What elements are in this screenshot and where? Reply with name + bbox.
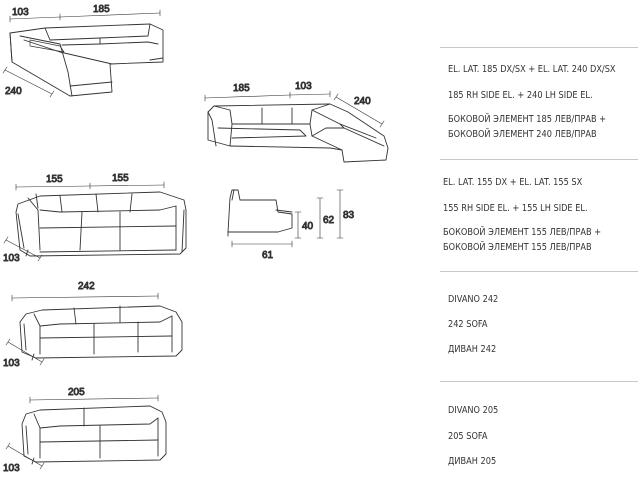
spec-3-line-2: 242 SOFA bbox=[448, 319, 488, 330]
corner-sofa-right bbox=[207, 103, 389, 163]
dim-sofa-310-left: 155 bbox=[46, 174, 63, 185]
spec-3-line-3: ДИВАН 242 bbox=[448, 344, 497, 355]
sofa-242 bbox=[19, 305, 183, 361]
dim-profile-arm: 62 bbox=[323, 215, 335, 226]
divider bbox=[440, 381, 638, 382]
spec-2-line-3: БОКОВОЙ ЭЛЕМЕНТ 155 ЛЕВ/ПРАВ + bbox=[443, 227, 602, 238]
dim-sofa-310-depth: 103 bbox=[3, 253, 20, 264]
dim-sofa-242-width: 242 bbox=[78, 281, 95, 292]
divider bbox=[440, 271, 638, 272]
spec-2-line-4: БОКОВОЙ ЭЛЕМЕНТ 155 ЛЕВ/ПРАВ bbox=[443, 242, 592, 253]
sofa-205-dims bbox=[5, 394, 159, 470]
dim-corner-left-width: 185 bbox=[93, 4, 110, 15]
corner-right-dims bbox=[204, 90, 385, 128]
spec-4-line-3: ДИВАН 205 bbox=[448, 456, 497, 467]
dim-corner-right-width: 185 bbox=[233, 83, 250, 94]
spec-1-line-1: EL. LAT. 185 DX/SX + EL. LAT. 240 DX/SX bbox=[448, 64, 616, 75]
dim-sofa-310-right: 155 bbox=[112, 173, 129, 184]
spec-1-line-3: БОКОВОЙ ЭЛЕМЕНТ 185 ЛЕВ/ПРАВ + bbox=[448, 114, 607, 125]
spec-1-line-4: БОКОВОЙ ЭЛЕМЕНТ 240 ЛЕВ/ПРАВ bbox=[448, 129, 597, 140]
dim-profile-seat: 40 bbox=[302, 221, 314, 232]
spec-4-line-2: 205 SOFA bbox=[448, 431, 488, 442]
dim-sofa-242-depth: 103 bbox=[3, 358, 20, 369]
sofa-310-dims bbox=[3, 181, 165, 262]
divider bbox=[440, 47, 638, 48]
spec-2-line-2: 155 RH SIDE EL. + 155 LH SIDE EL. bbox=[443, 203, 588, 214]
dim-corner-left-depth: 103 bbox=[12, 7, 29, 18]
spec-1-line-2: 185 RH SIDE EL. + 240 LH SIDE EL. bbox=[448, 90, 593, 101]
divider bbox=[440, 159, 638, 160]
sofa-242-dims bbox=[5, 292, 159, 366]
spec-3-line-1: DIVANO 242 bbox=[448, 294, 499, 305]
sofa-310 bbox=[15, 191, 187, 257]
dim-profile-height: 83 bbox=[343, 210, 355, 221]
dim-corner-right-depth: 103 bbox=[295, 81, 312, 92]
profile-dims bbox=[231, 189, 344, 248]
sofa-205 bbox=[21, 405, 167, 465]
dim-sofa-205-depth: 103 bbox=[3, 463, 20, 474]
dim-profile-depth: 61 bbox=[262, 250, 274, 261]
corner-left-dims bbox=[2, 9, 161, 98]
dim-corner-left-length: 240 bbox=[5, 86, 22, 97]
sofa-profile bbox=[227, 189, 293, 237]
dim-sofa-205-width: 205 bbox=[68, 387, 85, 398]
corner-sofa-left bbox=[9, 23, 164, 97]
spec-2-line-1: EL. LAT. 155 DX + EL. LAT. 155 SX bbox=[443, 177, 583, 188]
spec-4-line-1: DIVANO 205 bbox=[448, 405, 499, 416]
dim-corner-right-length: 240 bbox=[354, 96, 371, 107]
